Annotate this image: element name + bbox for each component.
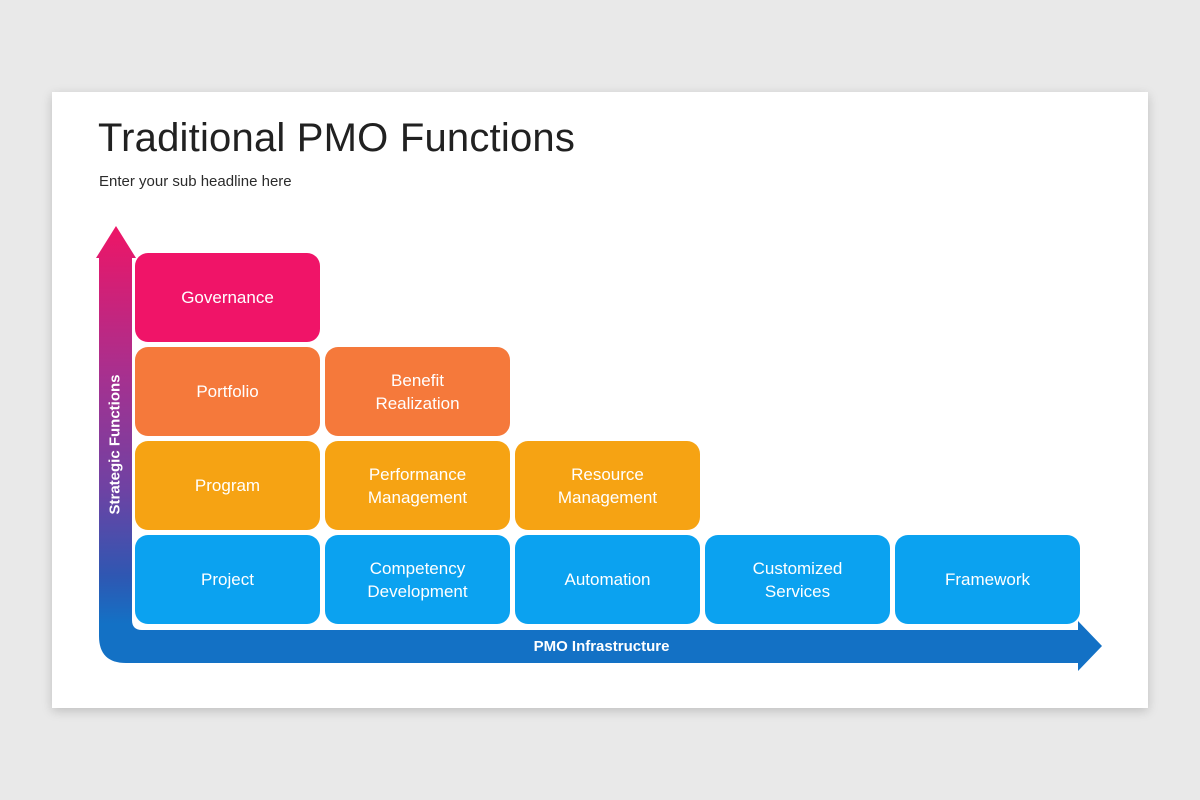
function-box: Performance Management (325, 441, 510, 530)
function-box: Project (135, 535, 320, 624)
function-box: Resource Management (515, 441, 700, 530)
slide-canvas: Traditional PMO Functions Enter your sub… (52, 92, 1148, 708)
function-box: Competency Development (325, 535, 510, 624)
function-box-label: Resource Management (557, 464, 658, 507)
function-box: Customized Services (705, 535, 890, 624)
function-box-label: Framework (944, 570, 1030, 589)
function-box-label: Benefit Realization (375, 370, 460, 413)
function-box-label: Portfolio (196, 382, 259, 401)
function-box: Benefit Realization (325, 347, 510, 436)
function-box-label: Project (201, 570, 254, 589)
function-box: Portfolio (135, 347, 320, 436)
slide-subtitle: Enter your sub headline here (99, 173, 292, 190)
function-box-label: Customized Services (752, 558, 843, 601)
function-box-label: Automation (564, 570, 651, 589)
function-box: Framework (895, 535, 1080, 624)
function-box-label: Performance Management (367, 464, 468, 507)
function-box: Governance (135, 253, 320, 342)
function-box: Program (135, 441, 320, 530)
function-box-label: Governance (181, 288, 274, 307)
function-box-label: Competency Development (367, 558, 468, 601)
function-box-label: Program (194, 476, 261, 495)
slide-title: Traditional PMO Functions (98, 116, 576, 160)
function-box: Automation (515, 535, 700, 624)
